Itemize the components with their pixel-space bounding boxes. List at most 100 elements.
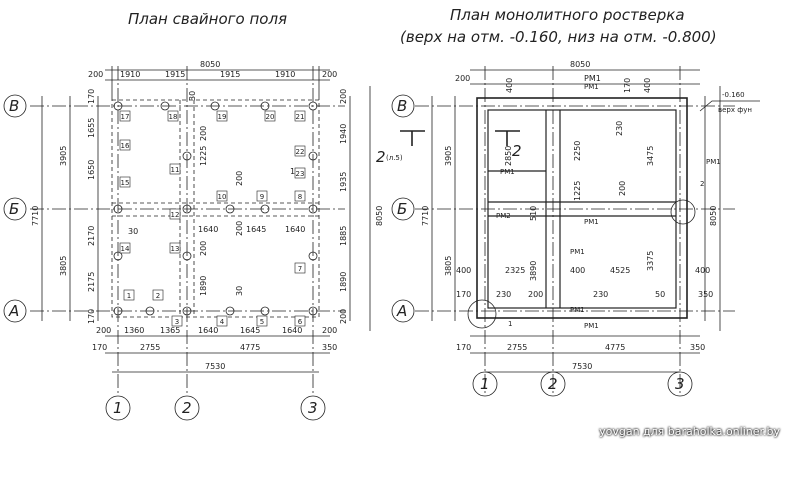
pile-number-box: [119, 139, 131, 151]
pile-number-box: [294, 190, 306, 202]
r-inner: 2325: [505, 266, 525, 275]
left-outer-dim: 7710: [31, 206, 40, 226]
r-left-outer: 7710: [421, 206, 430, 226]
pile-circle: [260, 306, 270, 316]
left-inner-dim: 2170: [87, 226, 96, 246]
left-inner-dim: 1650: [87, 160, 96, 180]
right-inner-dim: 1885: [339, 226, 348, 246]
inner-dim: 200: [235, 221, 244, 236]
r-inner: 2250: [573, 141, 582, 161]
r-inner: 170: [456, 290, 471, 299]
rm-label: РМ1: [584, 83, 599, 91]
pile-circle: [225, 204, 235, 214]
r-inner: 200: [528, 290, 543, 299]
pile-number-box: [169, 163, 181, 175]
left-top-seg: 1915: [165, 70, 185, 79]
rm-label: РМ1: [706, 158, 721, 166]
pile-number-box: [256, 315, 268, 327]
inner-dim: 200: [235, 171, 244, 186]
pile-number: 15: [121, 179, 130, 187]
right-top-seg: 400: [643, 78, 652, 93]
left-bottom-dim: 1640: [198, 326, 218, 335]
pile-number-box: [119, 176, 131, 188]
pile-number-box: [167, 110, 179, 122]
pile-number-box: [123, 289, 135, 301]
elev-value: -0.160: [722, 91, 745, 99]
left-bottom-dim2: 4775: [240, 343, 260, 352]
axis-col-label: 3: [308, 399, 318, 417]
r-inner: 400: [456, 266, 471, 275]
rm-label: РМ1: [570, 248, 585, 256]
left-bottom-dim: 200: [322, 326, 337, 335]
pile-number: 3: [175, 318, 179, 326]
drawings-svg: 8050 1910 1915 1915 1910 200 200 7710 39…: [3, 60, 760, 421]
r-bottom: 2755: [507, 343, 527, 352]
r-bottom: 4775: [605, 343, 625, 352]
rm-label: РМ1: [570, 306, 585, 314]
pile-number: 9: [260, 193, 264, 201]
pile-number: 2: [156, 292, 160, 300]
pile-circle: [113, 101, 123, 111]
inner-dim: 200: [199, 126, 208, 141]
left-top-seg: 1910: [120, 70, 140, 79]
axis-col-label: 2: [182, 399, 192, 417]
left-bottom-dim: 1365: [160, 326, 180, 335]
inner-dim: 1225: [199, 146, 208, 166]
r-inner: 400: [695, 266, 710, 275]
left-top-total: 8050: [200, 60, 220, 69]
left-inner-dim: 170: [87, 309, 96, 324]
pile-number: 13: [171, 245, 180, 253]
drawing-sheet: План свайного поля План монолитного рост…: [3, 6, 780, 438]
pile-number: 10: [218, 193, 227, 201]
pile-circle: [225, 306, 235, 316]
pile-number: 23: [296, 170, 305, 178]
pile-circle: [113, 204, 123, 214]
pile-number-box: [119, 110, 131, 122]
pile-circle: [145, 306, 155, 316]
inner-dim: 1645: [246, 225, 266, 234]
pile-number-box: [264, 110, 276, 122]
pile-circle: [308, 101, 318, 111]
pile-number-box: [169, 242, 181, 254]
left-bottom-total: 7530: [205, 362, 225, 371]
rm-label: РМ1: [584, 74, 601, 83]
axis-row-label: А: [396, 302, 407, 320]
r-inner: 50: [655, 290, 665, 299]
left-inner-dim: 170: [87, 89, 96, 104]
pile-circle: [308, 204, 318, 214]
right-inner-dim: 200: [339, 89, 348, 104]
r-left-mid: 3805: [444, 256, 453, 276]
r-inner: 350: [698, 290, 713, 299]
inner-dim: 30: [235, 286, 244, 296]
r-inner: 2850: [504, 146, 513, 166]
right-inner-dim: 1935: [339, 172, 348, 192]
right-inner-dim: 1940: [339, 124, 348, 144]
r-inner: 200: [618, 181, 627, 196]
left-top-seg: 1910: [275, 70, 295, 79]
r-bottom-total: 7530: [572, 362, 592, 371]
left-bottom-dim2: 170: [92, 343, 107, 352]
rm-label: РМ1: [584, 322, 599, 330]
axis-col-label: 3: [675, 375, 685, 393]
pile-number-box: [256, 190, 268, 202]
section-mark: 2: [512, 142, 522, 160]
pile-circle: [182, 251, 192, 261]
pile-circle: [308, 306, 318, 316]
pile-number: 8: [298, 193, 302, 201]
left-bottom-dim: 1360: [124, 326, 144, 335]
axis-col-label: 2: [548, 375, 558, 393]
pile-number: 17: [121, 113, 130, 121]
pile-number: 22: [296, 148, 305, 156]
right-top-seg: 170: [623, 78, 632, 93]
pile-number: 5: [260, 318, 264, 326]
pile-number-box: [152, 289, 164, 301]
left-bottom-dim: 1640: [282, 326, 302, 335]
pile-number: 21: [296, 113, 305, 121]
pile-circle: [113, 306, 123, 316]
node-label: 1: [508, 320, 512, 328]
left-bottom-dim: 1645: [240, 326, 260, 335]
pile-number-box: [294, 315, 306, 327]
right-top-seg: 400: [505, 78, 514, 93]
rm-label: РМ1: [500, 168, 515, 176]
r-left-mid: 3905: [444, 146, 453, 166]
